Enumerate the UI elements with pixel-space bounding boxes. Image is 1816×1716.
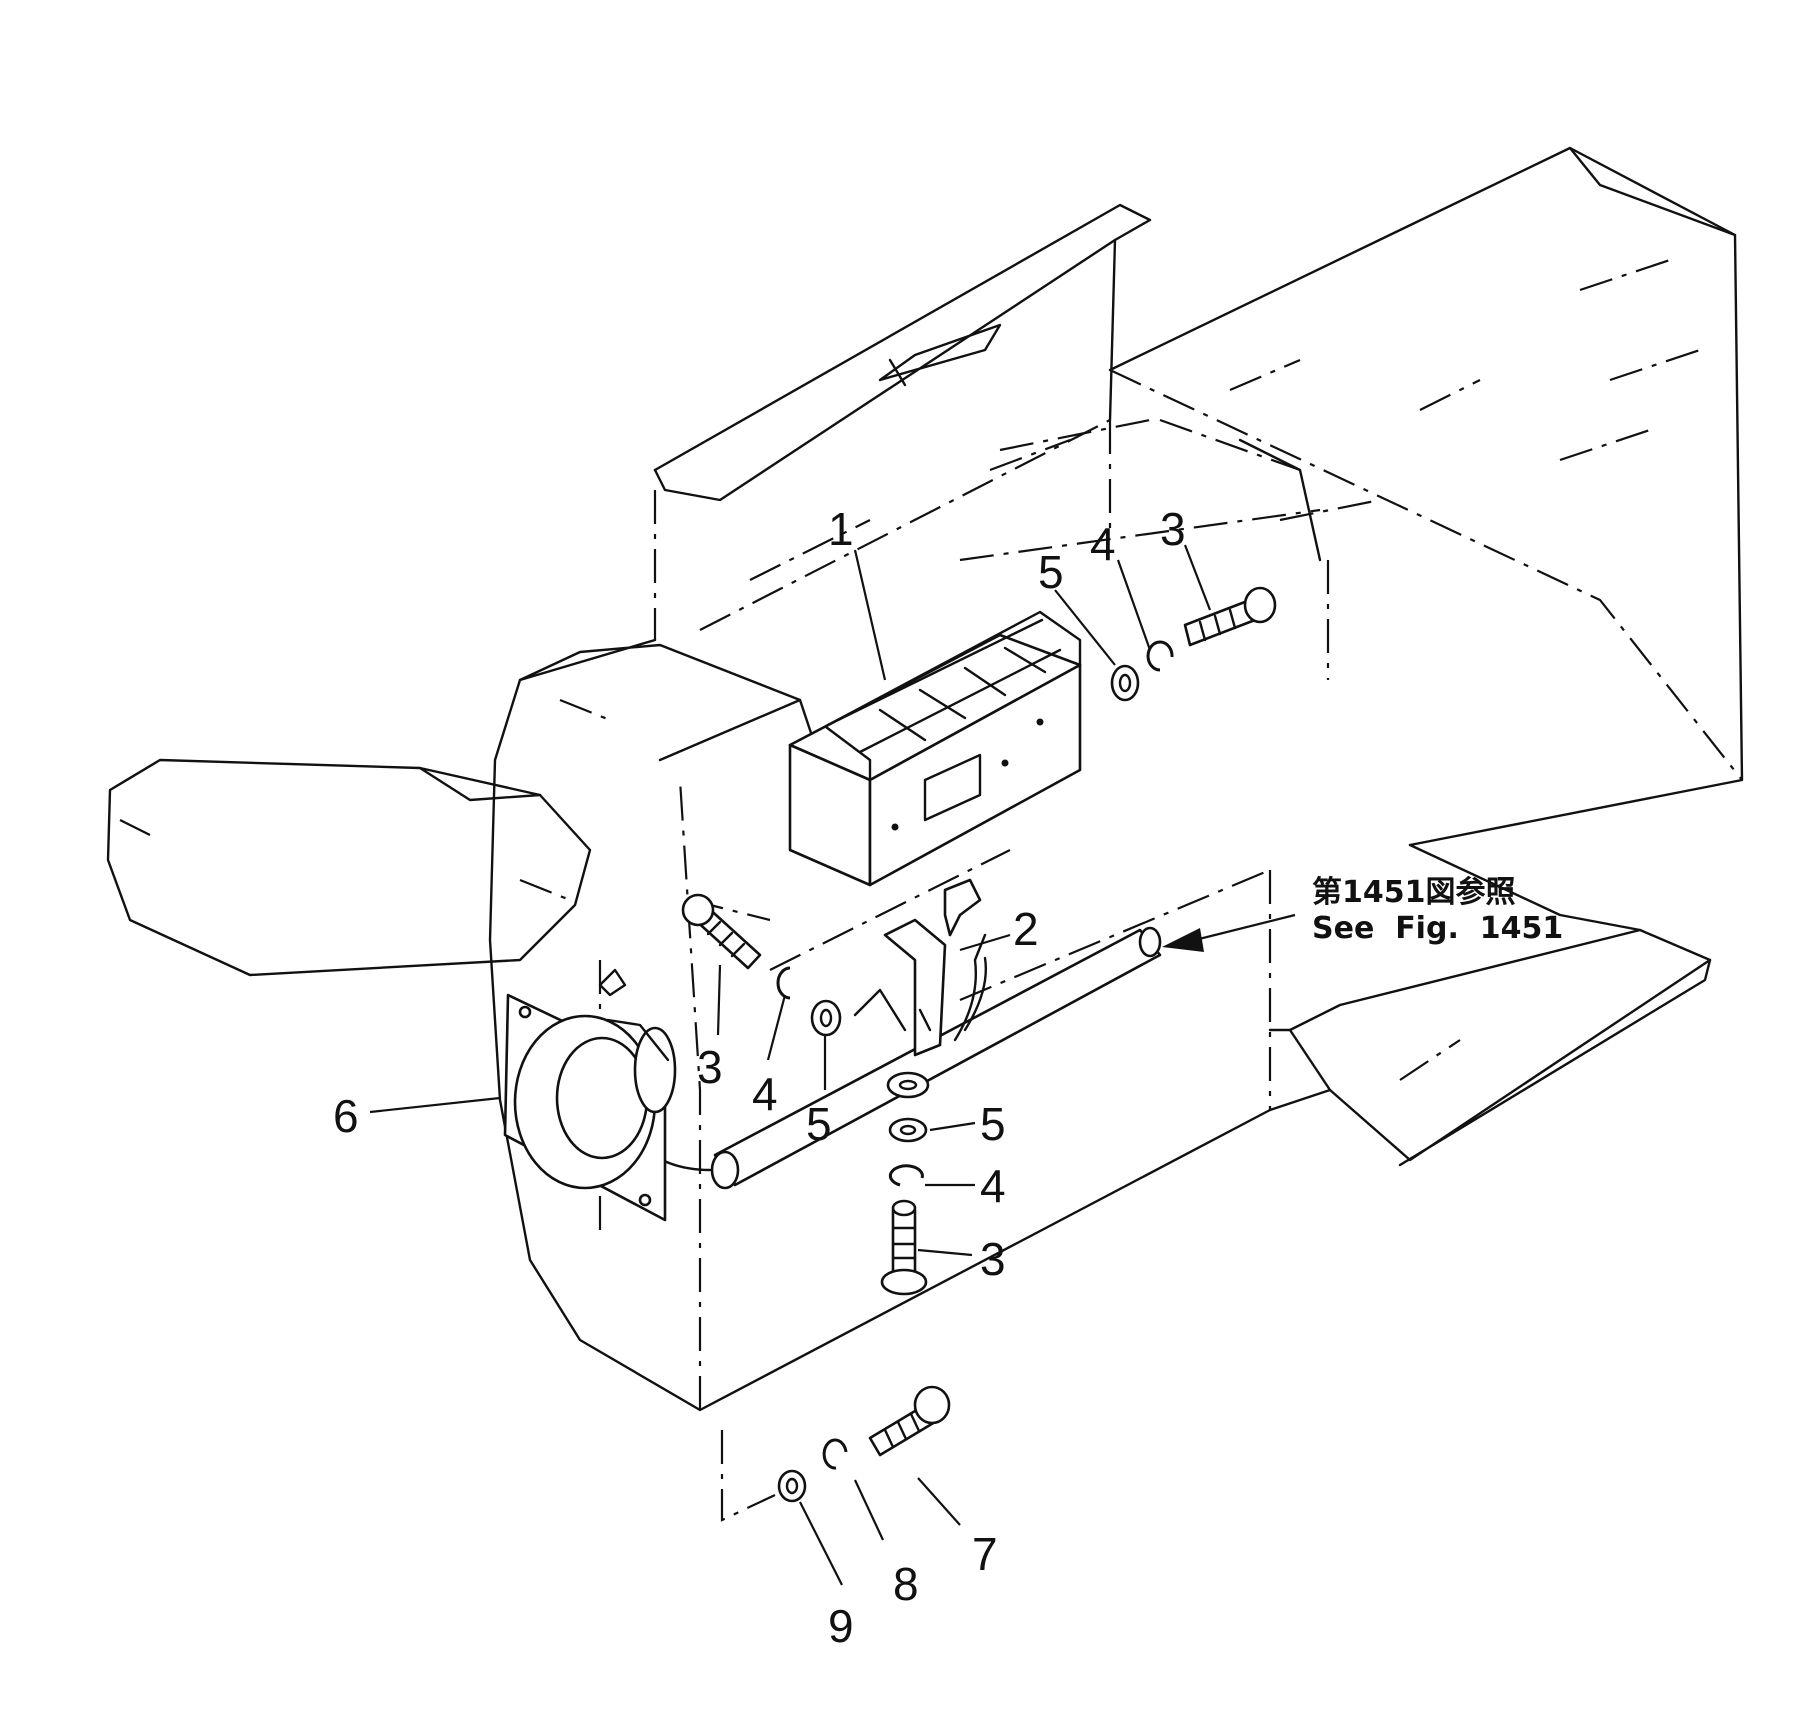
lock-washer-4-left xyxy=(776,966,791,1000)
washer-5-bottom-lower xyxy=(888,1117,928,1143)
lock-washer-8 xyxy=(822,1438,848,1470)
callout-4-top: 4 xyxy=(1090,518,1116,570)
top-panel-outline xyxy=(653,203,1152,640)
armrest-outline xyxy=(106,758,592,977)
callout-8: 8 xyxy=(893,1558,919,1610)
callout-4-right: 4 xyxy=(980,1160,1006,1212)
bolt-3-top xyxy=(1183,586,1277,647)
washer-5-top xyxy=(1110,664,1140,702)
callout-3-right: 3 xyxy=(980,1233,1006,1285)
leader-lines xyxy=(369,544,1296,1586)
washer-5-bottom-upper xyxy=(886,1071,930,1099)
lock-washer-4-bottom xyxy=(888,1164,924,1187)
washer-5-left xyxy=(810,999,842,1037)
reference-japanese: 第1451図参照 xyxy=(1312,875,1516,910)
callout-7: 7 xyxy=(972,1528,998,1580)
callout-5-top: 5 xyxy=(1038,546,1064,598)
cab-body-outline xyxy=(959,146,1744,847)
bolt-3-bottom xyxy=(880,1199,928,1296)
callout-4-left: 4 xyxy=(752,1068,778,1120)
reference-english: See Fig. 1451 xyxy=(1312,911,1563,946)
callout-5-left: 5 xyxy=(806,1098,832,1150)
part-1-panel-unit xyxy=(788,610,1082,887)
bolt-7 xyxy=(868,1385,951,1457)
callout-3-left: 3 xyxy=(697,1041,723,1093)
callout-5-right: 5 xyxy=(980,1098,1006,1150)
part-2-bracket xyxy=(598,878,982,1057)
bolt-3-left xyxy=(681,893,762,970)
callout-6: 6 xyxy=(333,1090,359,1142)
lock-washer-4-top xyxy=(1146,640,1174,672)
washer-9 xyxy=(777,1469,807,1503)
step-plate-outline xyxy=(1268,843,1712,1167)
figure-reference: 第1451図参照 See Fig. 1451 xyxy=(1312,875,1563,946)
wire-harness xyxy=(598,926,1162,1190)
callout-3-top: 3 xyxy=(1160,503,1186,555)
callout-labels: 1 2 3 4 5 3 4 5 5 4 3 6 7 8 9 xyxy=(333,503,1186,1652)
part-6-speaker xyxy=(503,993,677,1222)
callout-9: 9 xyxy=(828,1600,854,1652)
mount-bracket-line xyxy=(720,1430,776,1522)
callout-2: 2 xyxy=(1013,903,1039,955)
callout-1: 1 xyxy=(828,503,854,555)
